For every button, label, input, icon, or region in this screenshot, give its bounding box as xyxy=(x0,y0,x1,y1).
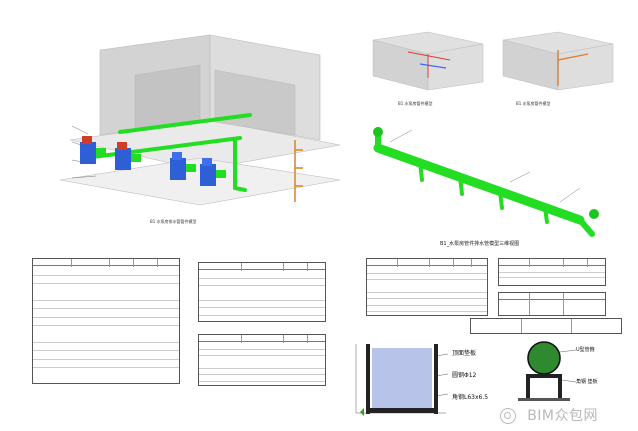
pipe-main xyxy=(373,143,585,225)
table-middle-2 xyxy=(198,334,326,386)
detail-left-label-1: 顶面垫板 xyxy=(452,350,477,357)
table-middle-1 xyxy=(198,262,326,322)
table-right-2 xyxy=(498,258,606,286)
right-small-model-1 xyxy=(372,31,484,91)
right-small-caption-2: B1 水泵房管件模型 xyxy=(516,101,551,106)
detail-right-label-2: 角钢 垫板 xyxy=(576,379,598,385)
pipe-model-caption: B1_水泵房管件排水管模型三维视图 xyxy=(440,241,520,247)
right-small-model-2 xyxy=(502,31,614,91)
main-model-caption: B1 水泵房排水管管件模型 xyxy=(150,219,197,224)
table-right-4 xyxy=(470,318,622,334)
table-equipment xyxy=(32,258,180,384)
green-header-lower xyxy=(83,136,242,160)
detail-left-label-3: 角钢L63x6.5 xyxy=(452,394,489,401)
detail-left-drawing xyxy=(355,344,449,416)
main-3d-model xyxy=(59,34,341,206)
watermark-icon xyxy=(500,408,516,424)
detail-right-label-1: U型管箍 xyxy=(576,347,595,353)
right-small-caption-1: B1 水泵房管件模型 xyxy=(398,101,433,106)
table-right-3 xyxy=(498,292,606,316)
detail-right-drawing xyxy=(518,341,577,401)
green-branch xyxy=(233,186,247,192)
detail-left-label-2: 圆钢Φ12 xyxy=(452,372,477,379)
green-pipe-model xyxy=(373,127,599,237)
pump-group xyxy=(80,136,226,186)
green-header-upper xyxy=(118,113,252,134)
table-equipment-header xyxy=(33,259,179,266)
pipe-outlet xyxy=(577,217,595,237)
table-right-1 xyxy=(366,258,488,316)
watermark-text: BIM众包网 xyxy=(527,408,598,424)
ghost-tank-left xyxy=(134,64,201,131)
